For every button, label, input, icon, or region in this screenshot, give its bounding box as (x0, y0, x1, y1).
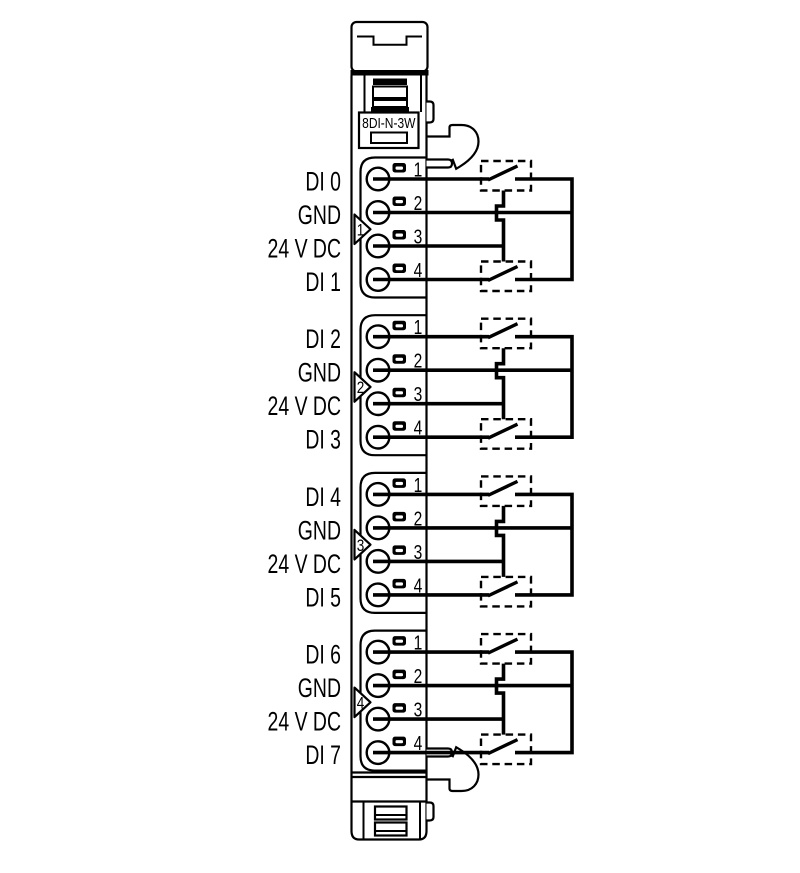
terminal-label: DI 1 (305, 267, 341, 297)
terminal-group-4-text: DI 6 GND 24 V DC DI 7 1 2 3 4 4 (268, 632, 423, 770)
terminal-label: DI 2 (305, 324, 341, 354)
group-number: 1 (357, 221, 365, 240)
terminal-group-4 (352, 628, 574, 773)
terminal-label: 24 V DC (268, 549, 341, 579)
housing-body-outline (350, 75, 428, 841)
pin-number: 4 (414, 417, 423, 439)
terminal-label: DI 0 (305, 166, 341, 196)
module-housing: 8DI-N-3W (350, 20, 480, 841)
model-label-window (370, 131, 408, 144)
terminal-label: DI 5 (305, 582, 341, 612)
side-lug-bottom (426, 801, 435, 822)
terminal-label: DI 3 (305, 425, 341, 455)
terminal-label: DI 7 (305, 740, 341, 770)
pin-number: 3 (414, 226, 423, 248)
side-lug-top (426, 100, 435, 124)
din-clamp-slot (357, 35, 422, 46)
group-number: 2 (357, 379, 365, 398)
pin-number: 1 (414, 316, 423, 338)
pin-number: 2 (414, 508, 423, 530)
terminal-label: GND (298, 515, 341, 545)
terminal-group-1-text: DI 0 GND 24 V DC DI 1 1 2 3 4 1 (268, 159, 423, 297)
pin-number: 4 (414, 259, 423, 281)
pin-number: 1 (414, 159, 423, 181)
housing-bottom-section (351, 771, 427, 840)
pin-number: 4 (414, 732, 423, 754)
pin-number: 1 (414, 632, 423, 654)
terminal-group-1 (352, 155, 574, 300)
terminal-label: 24 V DC (268, 706, 341, 736)
terminal-label: DI 4 (305, 482, 341, 512)
release-lever-top-icon (425, 123, 480, 170)
pin-number: 2 (414, 350, 423, 372)
terminal-label: GND (298, 673, 341, 703)
terminal-group-3-text: DI 4 GND 24 V DC DI 5 1 2 3 4 3 (268, 474, 423, 612)
pin-number: 4 (414, 575, 423, 597)
terminal-label: DI 6 (305, 639, 341, 669)
housing-top-band (350, 70, 429, 76)
group-number: 4 (357, 694, 365, 713)
terminal-label: GND (298, 200, 341, 230)
pin-number: 2 (414, 192, 423, 214)
pin-number: 3 (414, 541, 423, 563)
terminal-group-2-text: DI 2 GND 24 V DC DI 3 1 2 3 4 2 (268, 316, 423, 454)
pin-number: 3 (414, 699, 423, 721)
pin-number: 2 (414, 665, 423, 687)
terminal-group-2 (352, 313, 574, 458)
terminal-label: GND (298, 358, 341, 388)
pin-number: 1 (414, 474, 423, 496)
model-number-text: 8DI-N-3W (362, 115, 415, 132)
pin-number: 3 (414, 383, 423, 405)
terminal-label: 24 V DC (268, 391, 341, 421)
model-label: 8DI-N-3W (357, 111, 420, 150)
din-rail-clamp (350, 20, 429, 73)
bus-connector (371, 78, 409, 113)
group-number: 3 (357, 537, 365, 556)
terminal-group-3 (352, 471, 574, 615)
terminal-label: 24 V DC (268, 233, 341, 263)
housing-top-ribs (363, 75, 422, 112)
